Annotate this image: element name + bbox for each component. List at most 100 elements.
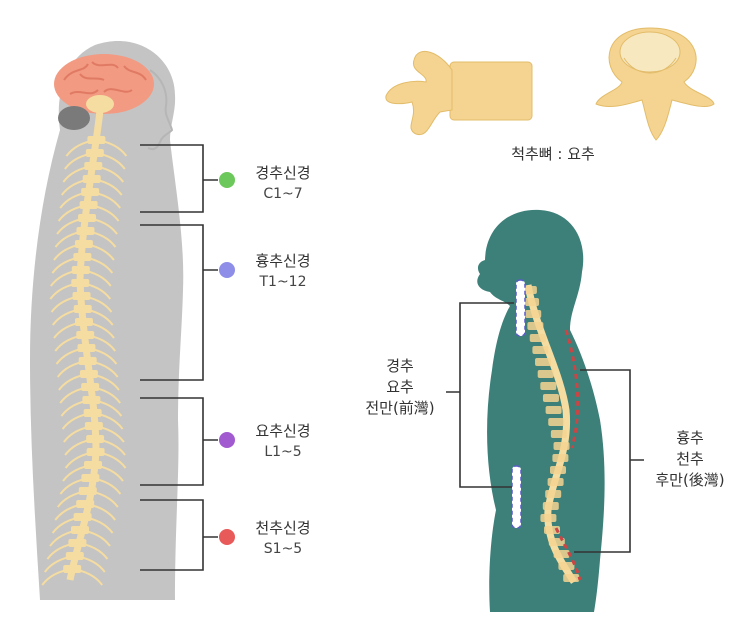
front-curve-line-1: 경추 [386,357,414,375]
nerve-branch [51,308,83,326]
vertebra-segment-right [563,574,580,582]
nerve-branch [53,321,85,339]
nerve-branch [86,217,118,235]
nerve-branch [82,516,114,534]
vertebra-segment-right [547,478,564,486]
nerve-branch [77,542,109,560]
nerve-branch [74,555,106,573]
nerve-branch [96,139,128,157]
vertebra-segment-right [550,430,567,438]
front-curve-line-2: 요추 [386,378,414,396]
cervical-name: 경추신경 [255,164,310,182]
vertebra-segment-right [548,418,565,426]
nerve-branch [85,230,117,248]
thoracic-dot [219,262,235,278]
nerve-branch [91,399,123,417]
vertebral-foramen [619,31,681,73]
thoracic-curve-marker [564,329,580,449]
nerve-group-lumbar: 요추신경 L1~5 [219,422,311,460]
bracket-lumbar [140,397,218,486]
nerve-branch [54,230,86,248]
nerve-branch [86,347,118,365]
nerve-branch [64,451,96,469]
vertebra-process-side [385,50,453,136]
nerve-branch [55,347,87,365]
nerve-branch [65,139,97,157]
nerve-branch [94,152,126,170]
nerve-branch [92,464,124,482]
nerve-branch [90,477,122,495]
vertebra-segment-right [540,382,557,390]
bracket-front-curve [446,302,514,488]
nerve-branch [64,152,95,170]
nerve-branch [58,373,90,391]
vertebra-segment-right [553,550,570,558]
nerve-branch [59,191,91,209]
nerve-branch [50,269,81,287]
vertebra-segment-right [527,322,544,330]
vertebra-segment-right [535,358,552,366]
nerve-branch [80,269,112,287]
nerve-branches-left [41,139,128,586]
nerve-branch [54,334,86,352]
sacral-curve-marker [554,527,582,581]
thoracic-range: T1~12 [258,274,306,290]
nerve-group-sacral: 천추신경 S1~5 [219,519,311,557]
lumbar-name: 요추신경 [255,422,310,440]
nerve-branch [57,490,88,508]
nerve-branch [60,178,92,196]
nerve-branch [90,191,121,209]
nerve-branch [85,503,116,521]
body-shadow [30,41,184,601]
nerve-branch [64,438,96,456]
brain-folds [63,61,147,95]
nerve-brackets [140,144,218,571]
bracket-thoracic [140,224,218,381]
spinal-column-right [511,279,582,584]
bracket-back-curve [574,369,644,553]
nerve-branch [82,256,114,274]
nerve-branch [87,360,119,378]
vertebra-segment-right [550,466,566,474]
nerve-branch [80,282,112,300]
torso-teal [477,209,605,612]
nerve-branch [61,412,93,430]
vertebra-segment-right [540,514,557,522]
lumbar-dot [219,432,235,448]
spinal-column-left [41,109,128,586]
nerve-branch [93,165,125,183]
nerve-branch [83,321,115,339]
bracket-cervical [140,144,218,213]
brainstem [86,95,114,113]
nerve-branch [56,360,88,378]
nerve-branch [88,204,120,222]
front-curve-label: 경추 요추 전만(前灣) [365,357,434,417]
sacral-name: 천추신경 [255,519,310,537]
nerve-branch [49,529,81,547]
vertebra-segment-right [529,334,546,342]
nerve-branch [54,503,86,521]
nerve-group-cervical: 경추신경 C1~7 [219,164,311,202]
front-curve-line-3: 전만(前灣) [365,399,434,417]
vertebra-segment-right [542,394,559,402]
cerebellum [58,106,90,130]
vertebra-segment-right [542,502,559,510]
vertebra-segment-right [552,454,569,462]
lumbar-range: L1~5 [264,444,301,460]
vertebra-side-view [385,50,533,136]
spinal-cord [66,109,104,581]
vertebra-top-inner [623,57,677,74]
nerve-branch [62,165,94,183]
nerve-branch [93,425,125,443]
nerve-branch [82,308,114,326]
vertebra-segment-right [537,370,554,378]
nerve-branch [87,490,119,508]
vertebra-segment-right [558,562,575,570]
sacral-dot [219,529,235,545]
nerve-branch [60,399,92,417]
nerve-branch [94,438,126,456]
nerve-branch [85,334,117,352]
nerve-branch [63,425,95,443]
left-body-silhouette [30,41,184,601]
thoracic-name: 흉추신경 [255,252,310,270]
